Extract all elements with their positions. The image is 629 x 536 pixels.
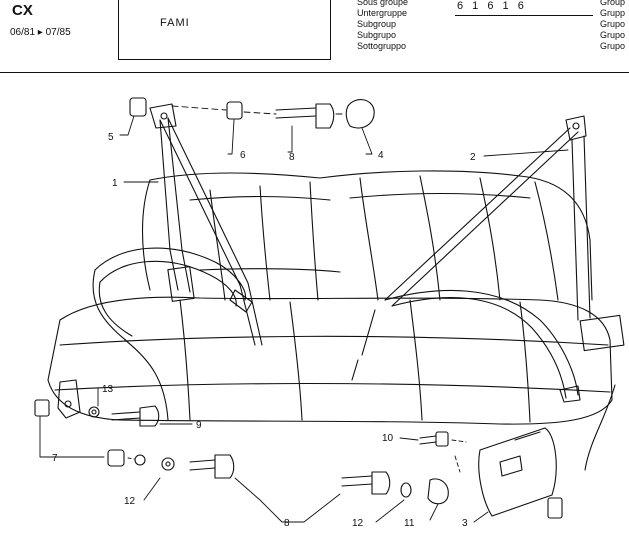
callout-7: 7 xyxy=(52,453,58,464)
group-number: 6 1 6 1 6 xyxy=(457,0,527,12)
callout-12-left: 12 xyxy=(124,496,136,507)
callout-10: 10 xyxy=(382,433,394,444)
group-labels-right: Group Grupp Grupo Grupo Grupo xyxy=(600,0,625,52)
date-range: 06/81 ▸ 07/85 xyxy=(10,27,71,38)
callout-12-bottom: 12 xyxy=(352,518,364,529)
page-title: FAMI xyxy=(160,17,190,29)
group-label: Group xyxy=(600,0,626,7)
callout-1: 1 xyxy=(112,178,118,189)
anchor-hardware-left xyxy=(34,379,235,479)
group-label: Grupp xyxy=(600,8,626,18)
group-label: Grupo xyxy=(600,19,626,29)
subgroup-label: Subgroup xyxy=(357,19,397,29)
callout-4: 4 xyxy=(378,150,384,161)
group-label: Grupo xyxy=(600,41,626,51)
subgroup-label: Subgrupo xyxy=(357,30,397,40)
callout-11: 11 xyxy=(404,518,415,529)
model-code: CX xyxy=(12,2,33,19)
anchor-hardware-top xyxy=(129,97,375,129)
callout-9: 9 xyxy=(196,420,202,431)
callout-6: 6 xyxy=(240,150,246,161)
plastic-trim-cover xyxy=(478,427,557,517)
callout-8-bottom: 8 xyxy=(284,518,290,529)
group-label: Grupo xyxy=(600,30,626,40)
subgroup-label: Untergruppe xyxy=(357,8,408,18)
left-seat-belt-assembly xyxy=(92,103,263,421)
subgroup-labels: Sous groupe Untergruppe Subgroup Subgrup… xyxy=(357,0,408,52)
callout-8-top: 8 xyxy=(289,152,295,163)
group-number-underline xyxy=(455,15,593,16)
callout-5: 5 xyxy=(108,132,114,143)
subgroup-label: Sottogruppo xyxy=(357,41,407,51)
callout-3: 3 xyxy=(462,518,468,529)
header-rule xyxy=(0,72,629,73)
callout-2: 2 xyxy=(470,152,476,163)
title-box xyxy=(118,0,331,60)
subgroup-label: Sous groupe xyxy=(357,0,409,7)
callout-labels: 5 1 6 8 4 2 13 9 7 12 8 12 11 3 10 xyxy=(52,132,476,529)
rear-seat-cushion xyxy=(47,296,613,425)
leader-lines xyxy=(39,105,569,523)
callout-13: 13 xyxy=(102,384,114,395)
right-seat-belt-assembly xyxy=(351,115,625,471)
anchor-hardware-right xyxy=(341,427,563,519)
rear-seat-backrest xyxy=(142,170,593,301)
